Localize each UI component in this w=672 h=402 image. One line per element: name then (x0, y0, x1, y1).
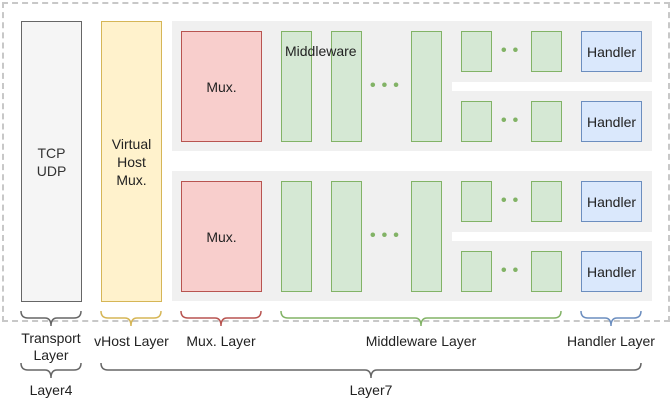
handler-layer-label: Handler Layer (567, 333, 655, 349)
middleware-box (411, 181, 442, 292)
handler-label: Handler (586, 263, 637, 280)
handler-label: Handler (586, 113, 637, 130)
transport-box: TCP UDP (21, 21, 82, 302)
middleware-box (331, 181, 362, 292)
handler-bracket (580, 310, 642, 327)
ellipsis-dots: ••• (370, 77, 405, 94)
upper-panel-gap (452, 82, 652, 91)
middleware-box (531, 31, 562, 72)
handler-label: Handler (586, 193, 637, 210)
layer7-label: Layer7 (349, 382, 393, 398)
middleware-bracket (280, 310, 562, 327)
vhost-line: Mux. (116, 171, 147, 188)
middleware-box (281, 181, 312, 292)
mux-label: Mux. (206, 228, 237, 245)
transport-line: TCP (37, 144, 66, 161)
handler-box: Handler (581, 101, 642, 142)
ellipsis-dots: ••• (370, 227, 405, 244)
middleware-label: Middleware (285, 43, 357, 59)
vhost-line: Host (117, 153, 146, 170)
vhost-mux-box: Virtual Host Mux. (101, 21, 162, 302)
handler-box: Handler (581, 31, 642, 72)
mux-box-lower: Mux. (181, 181, 262, 292)
middleware-box (531, 251, 562, 292)
ellipsis-dots: •• (501, 42, 525, 59)
mux-bracket (180, 310, 262, 327)
middleware-box (531, 181, 562, 222)
handler-label: Handler (586, 43, 637, 60)
ellipsis-dots: •• (501, 112, 525, 129)
vhost-layer-label: vHost Layer (94, 333, 169, 349)
middleware-box (461, 251, 492, 292)
layer4-bracket (20, 362, 82, 379)
transport-line: UDP (36, 162, 67, 179)
transport-layer-label: Transport Layer (11, 330, 91, 364)
middleware-box (411, 31, 442, 142)
mux-label: Mux. (206, 78, 237, 95)
transport-layer-line: Layer (33, 347, 69, 363)
handler-box: Handler (581, 251, 642, 292)
vhost-bracket (100, 310, 162, 327)
layer7-bracket (100, 362, 642, 379)
lower-panel-gap (452, 232, 652, 241)
middleware-box (531, 101, 562, 142)
ellipsis-dots: •• (501, 192, 525, 209)
handler-box: Handler (581, 181, 642, 222)
mux-box-upper: Mux. (181, 31, 262, 142)
middleware-box (331, 31, 362, 142)
vhost-line: Virtual (111, 135, 152, 152)
middleware-box (461, 31, 492, 72)
mux-layer-label: Mux. Layer (186, 333, 256, 349)
layer4-label: Layer4 (29, 382, 73, 398)
middleware-layer-label: Middleware Layer (365, 333, 477, 349)
transport-layer-line: Transport (21, 330, 81, 346)
ellipsis-dots: •• (501, 262, 525, 279)
middleware-box (461, 101, 492, 142)
outer-frame (2, 2, 670, 322)
transport-bracket (20, 310, 82, 327)
middleware-box (461, 181, 492, 222)
middleware-box (281, 31, 312, 142)
